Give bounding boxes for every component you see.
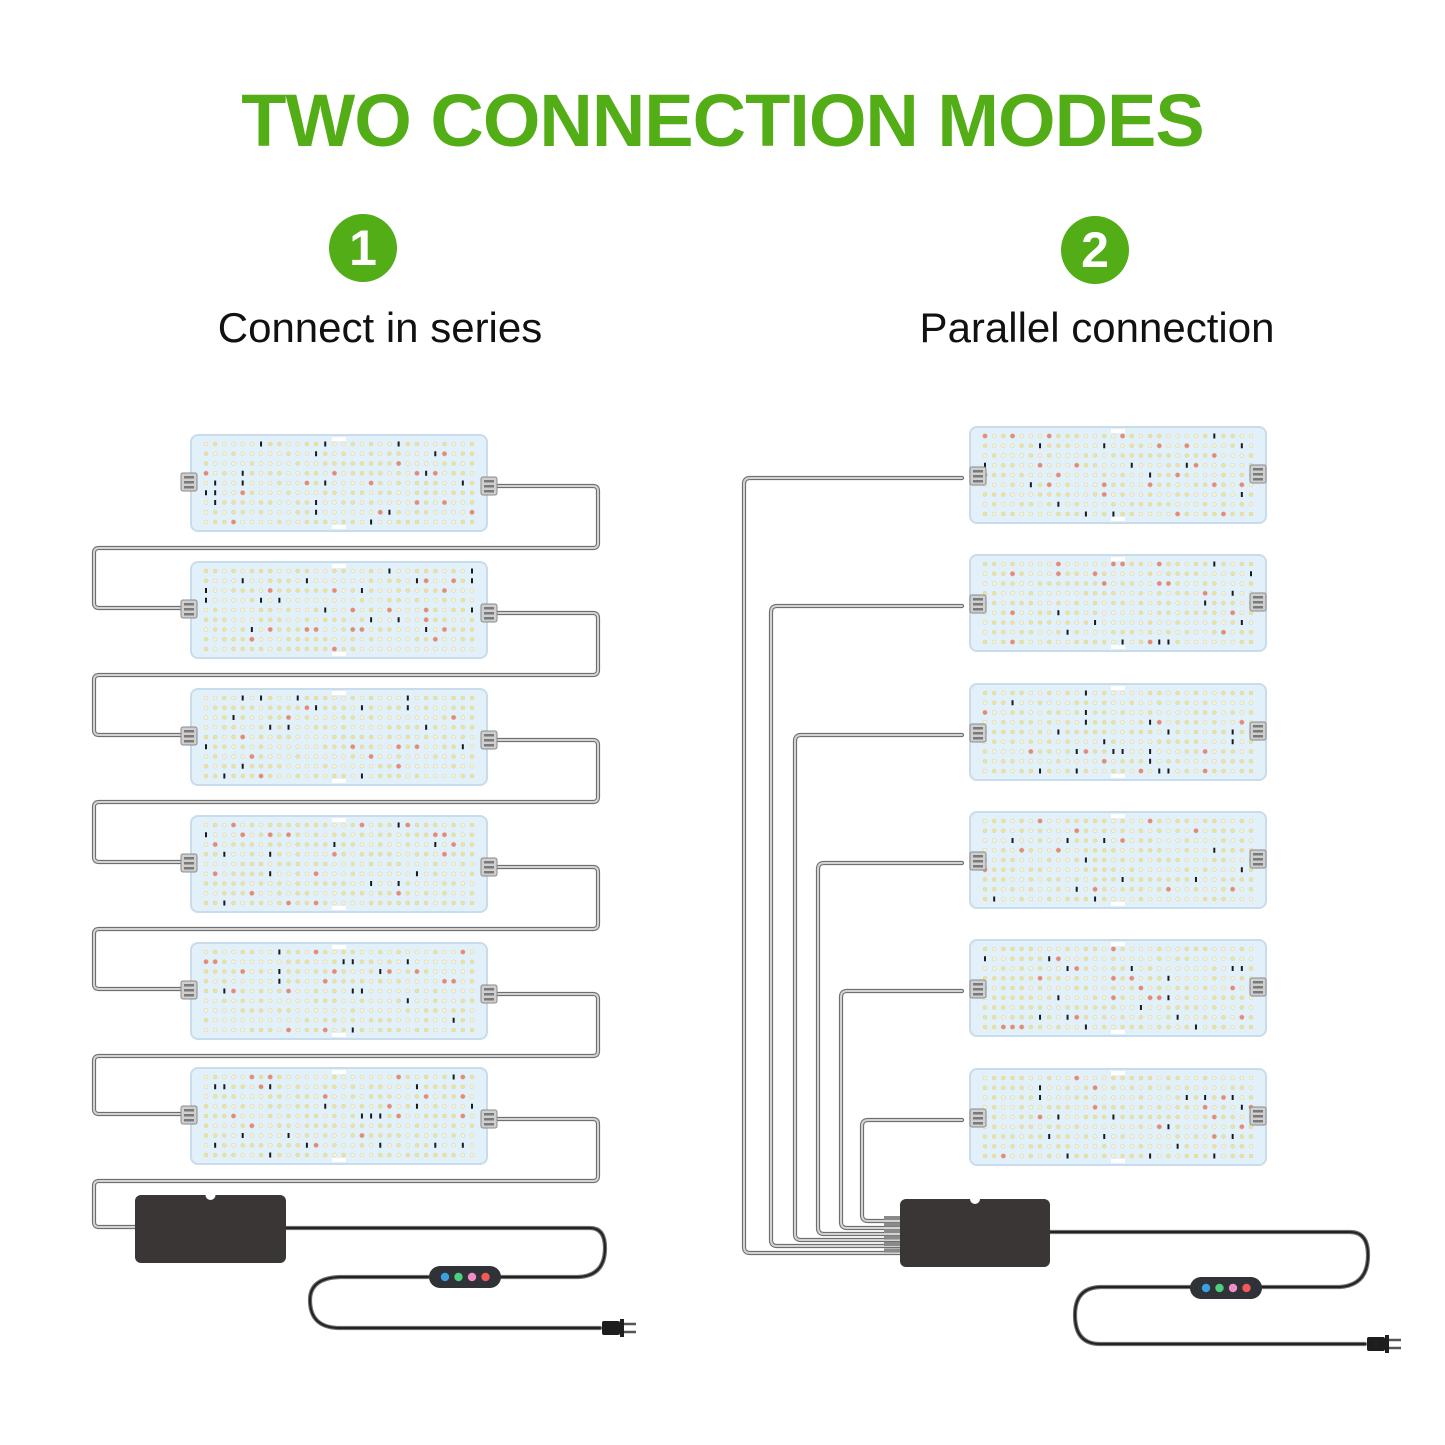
parallel-panel-3 (969, 683, 1267, 781)
series-power-adapter (135, 1195, 286, 1263)
parallel-panel-6-output (1249, 1106, 1267, 1126)
parallel-power-cable (1049, 1231, 1369, 1288)
devices (135, 1195, 1401, 1353)
series-panel-5-output (480, 984, 498, 1004)
series-panel-6 (190, 1067, 488, 1165)
parallel-panel-1 (969, 426, 1267, 524)
remote-controller-icon (1190, 1277, 1262, 1299)
series-cable-3 (93, 739, 599, 863)
remote-controller-icon (429, 1266, 501, 1288)
parallel-panel-6-input (969, 1108, 987, 1128)
power-plug-icon (1367, 1337, 1385, 1351)
series-panel-5 (190, 942, 488, 1040)
series-panel-2-output (480, 603, 498, 623)
parallel-cable-5 (840, 990, 963, 1229)
series-panel-5-input (180, 980, 198, 1000)
parallel-panel-2-output (1249, 592, 1267, 612)
series-panel-4-output (480, 857, 498, 877)
series-panel-4 (190, 815, 488, 913)
page-title: TWO CONNECTION MODES (241, 79, 1205, 162)
series-panel-2-input (180, 599, 198, 619)
parallel-panel-3-output (1249, 721, 1267, 741)
parallel-panel-1-output (1249, 464, 1267, 484)
series-remote (429, 1266, 501, 1288)
parallel-cable-2-outline (768, 603, 965, 1249)
series-panel-4-input (180, 853, 198, 873)
series-panel-6-input (180, 1105, 198, 1125)
parallel-cable-3 (794, 734, 963, 1241)
series-panel-3-input (180, 726, 198, 746)
mode-2-number-badge: 2 (1061, 216, 1129, 284)
series-power-cable (285, 1227, 606, 1278)
series-cable-to-adapter (93, 1118, 599, 1228)
series-panel-1-input (180, 472, 198, 492)
parallel-panel-4-input (969, 851, 987, 871)
series-cable-4 (93, 866, 599, 990)
series-cable-2 (93, 612, 599, 736)
series-panel-3 (190, 688, 488, 786)
parallel-cable-1-outline (741, 475, 965, 1256)
parallel-cable-1 (743, 477, 963, 1254)
power-adapter-icon (900, 1199, 1050, 1267)
parallel-panel-2 (969, 554, 1267, 652)
parallel-cable-4 (817, 862, 963, 1235)
parallel-panel-5 (969, 939, 1267, 1037)
series-panel-3-output (480, 730, 498, 750)
series-cable-1 (93, 485, 599, 609)
parallel-remote (1190, 1277, 1262, 1299)
mode-1-number-badge: 1 (329, 214, 397, 282)
power-plug-icon (602, 1321, 620, 1335)
panels (180, 426, 1267, 1166)
series-cable-5 (93, 993, 599, 1115)
series-panel-1-output (480, 476, 498, 496)
parallel-panel-5-input (969, 979, 987, 999)
parallel-cable-6 (861, 1119, 963, 1222)
parallel-panel-1-input (969, 466, 987, 486)
cables (91, 475, 1371, 1347)
series-plug (602, 1319, 636, 1337)
power-adapter-icon (135, 1195, 286, 1263)
parallel-panel-4 (969, 811, 1267, 909)
series-panel-2 (190, 561, 488, 659)
parallel-panel-6 (969, 1068, 1267, 1166)
parallel-power-adapter (884, 1199, 1050, 1267)
parallel-panel-5-output (1249, 977, 1267, 997)
mode-1-label: Connect in series (217, 304, 543, 351)
parallel-cable-2 (770, 605, 963, 1247)
parallel-plug (1367, 1335, 1401, 1353)
series-panel-1 (190, 434, 488, 532)
series-panel-6-output (480, 1109, 498, 1129)
parallel-cable-5-outline (838, 988, 965, 1231)
mode-2-label: Parallel connection (919, 304, 1275, 351)
parallel-panel-4-output (1249, 849, 1267, 869)
parallel-panel-2-input (969, 594, 987, 614)
parallel-panel-3-input (969, 723, 987, 743)
parallel-plug-cable (1074, 1286, 1366, 1345)
series-plug-cable (309, 1276, 601, 1329)
